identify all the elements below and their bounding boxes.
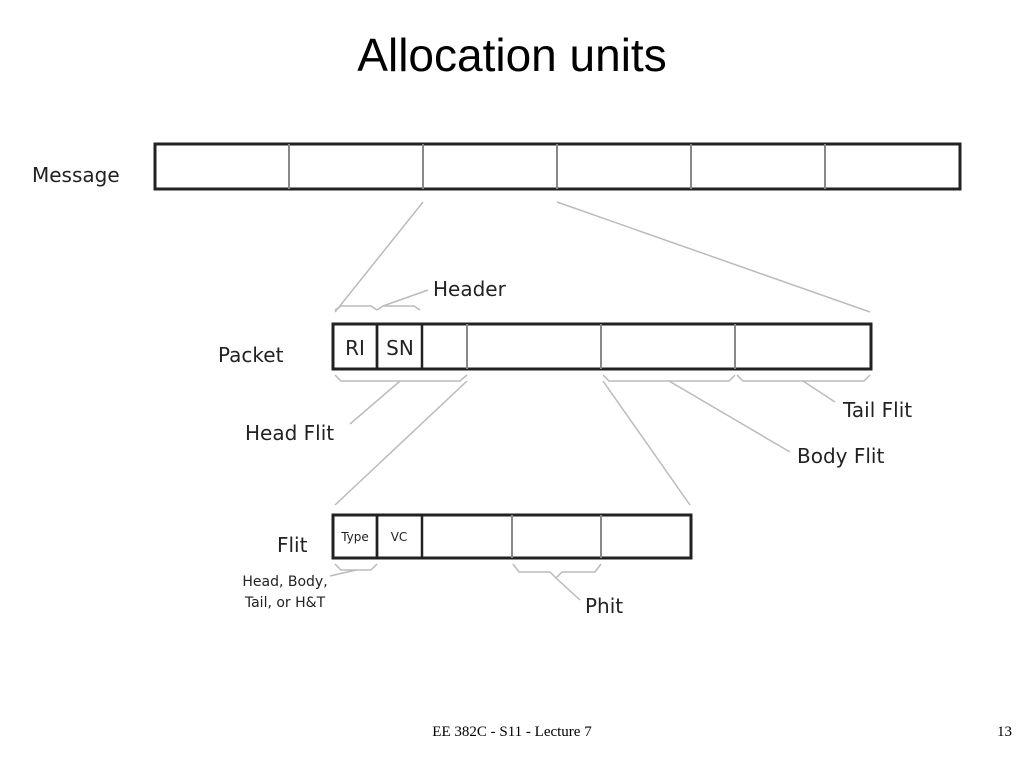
phit-label: Phit (585, 594, 623, 618)
footer-text: EE 382C - S11 - Lecture 7 (432, 724, 592, 740)
connector-line (602, 380, 691, 506)
type-values-line1: Head, Body, (242, 574, 327, 590)
connector-line (556, 201, 871, 313)
sn-cell (375, 322, 424, 371)
packet-label: Packet (218, 343, 284, 367)
connector-line (334, 201, 424, 313)
head-flit-label: Head Flit (245, 421, 334, 445)
tail-flit-pointer (802, 380, 836, 403)
connector-line (334, 380, 468, 506)
header-brace (334, 305, 378, 311)
tail-flit-brace (736, 374, 871, 382)
vc-cell (375, 513, 424, 560)
body-flit-brace (602, 374, 736, 382)
body-flit-pointer (668, 380, 791, 453)
header-brace (376, 305, 421, 311)
head-flit-brace (334, 374, 468, 382)
phit-brace (512, 563, 602, 580)
header-label: Header (433, 277, 507, 301)
sn-label: SN (386, 336, 414, 360)
body-flit-label: Body Flit (797, 444, 884, 468)
type-brace (334, 563, 378, 571)
phit-pointer (555, 577, 581, 601)
type-values-line2: Tail, or H&T (244, 595, 326, 611)
message-label: Message (32, 163, 120, 187)
header-pointer (382, 289, 429, 307)
type-label: Type (340, 530, 369, 544)
page-number: 13 (997, 724, 1012, 740)
vc-label: VC (391, 530, 408, 544)
slide-title: Allocation units (357, 29, 667, 81)
flit-label: Flit (277, 533, 308, 557)
tail-flit-label: Tail Flit (842, 398, 912, 422)
type-pointer (329, 569, 357, 577)
head-flit-pointer (349, 380, 401, 425)
ri-label: RI (345, 336, 365, 360)
